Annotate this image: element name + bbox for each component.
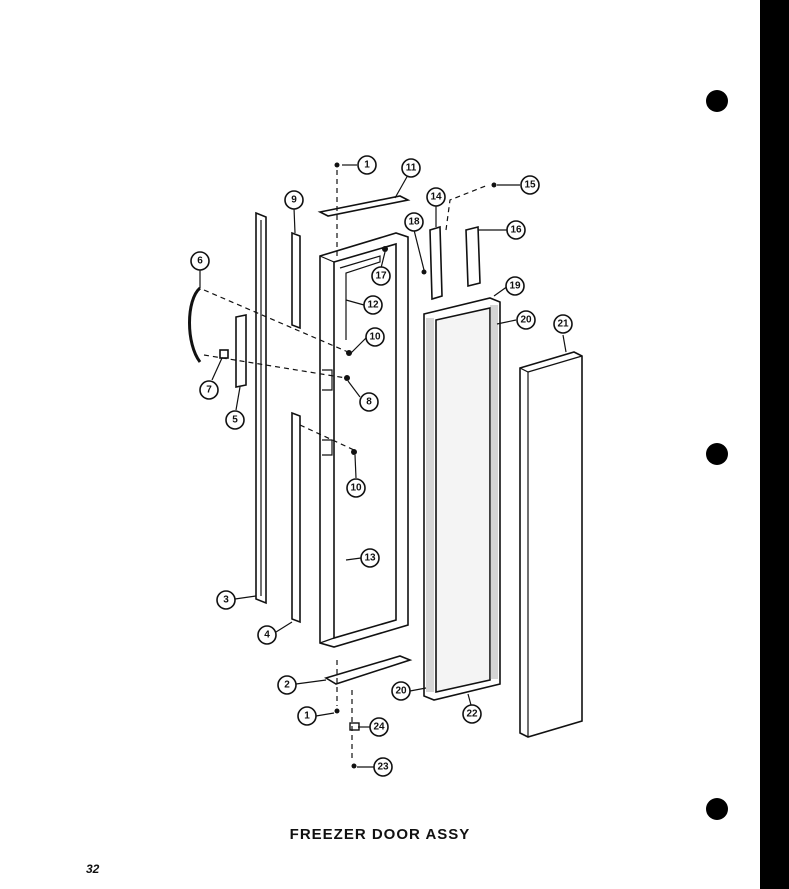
svg-text:5: 5: [232, 415, 238, 426]
screw-23: [351, 763, 357, 769]
svg-text:11: 11: [406, 163, 417, 174]
screw-1-top: [334, 162, 340, 168]
callout-16: 16: [506, 220, 526, 240]
svg-text:10: 10: [350, 483, 362, 494]
callout-20-top: 20: [516, 310, 536, 330]
part-7: [219, 349, 229, 359]
screw-15: [491, 182, 497, 188]
svg-text:2: 2: [284, 680, 290, 691]
part-19-gasket: [423, 297, 501, 701]
svg-text:19: 19: [509, 281, 521, 292]
callout-21: 21: [553, 314, 573, 334]
screw-8: [344, 375, 350, 381]
svg-text:7: 7: [206, 385, 212, 396]
screw-1-bottom: [334, 708, 340, 714]
svg-text:4: 4: [264, 630, 270, 641]
callout-8: 8: [359, 392, 379, 412]
svg-text:15: 15: [524, 180, 536, 191]
svg-text:20: 20: [520, 315, 532, 326]
part-6-handle: [188, 286, 202, 363]
part-13-door-frame: [319, 232, 409, 648]
callout-3: 3: [216, 590, 236, 610]
svg-text:13: 13: [364, 553, 376, 564]
svg-text:16: 16: [510, 225, 522, 236]
part-14: [429, 225, 443, 301]
part-21-panel: [519, 351, 583, 738]
callout-9: 9: [284, 190, 304, 210]
svg-text:9: 9: [291, 195, 297, 206]
part-16: [465, 225, 481, 288]
callout-12: 12: [363, 295, 383, 315]
callout-23: 23: [373, 757, 393, 777]
screw-17: [382, 246, 388, 252]
svg-text:12: 12: [367, 300, 379, 311]
punch-hole-top: [706, 90, 728, 112]
svg-text:1: 1: [364, 160, 370, 171]
svg-text:23: 23: [377, 762, 389, 773]
svg-text:22: 22: [466, 709, 478, 720]
callout-11: 11: [401, 158, 421, 178]
callout-7: 7: [199, 380, 219, 400]
part-11: [317, 195, 411, 217]
callout-13: 13: [360, 548, 380, 568]
part-9: [291, 231, 301, 330]
callout-10-b: 10: [346, 478, 366, 498]
callout-1-bottom: 1: [297, 706, 317, 726]
part-4: [291, 411, 301, 624]
screw-10-b: [351, 449, 357, 455]
svg-text:10: 10: [369, 332, 381, 343]
callout-22: 22: [462, 704, 482, 724]
screw-18: [421, 269, 427, 275]
part-3-strip: [255, 211, 267, 605]
svg-text:20: 20: [395, 686, 407, 697]
callout-15: 15: [520, 175, 540, 195]
binding-edge: [760, 0, 789, 889]
svg-text:24: 24: [373, 722, 385, 733]
part-2: [324, 655, 413, 685]
callout-14: 14: [426, 187, 446, 207]
callout-6: 6: [190, 251, 210, 271]
svg-text:6: 6: [197, 256, 203, 267]
callout-17: 17: [371, 266, 391, 286]
punch-hole-bottom: [706, 798, 728, 820]
svg-text:8: 8: [366, 397, 372, 408]
callout-4: 4: [257, 625, 277, 645]
punch-hole-middle: [706, 443, 728, 465]
part-5: [235, 314, 247, 388]
page-number: 32: [86, 862, 100, 876]
svg-text:1: 1: [304, 711, 310, 722]
callout-2: 2: [277, 675, 297, 695]
svg-text:14: 14: [430, 192, 442, 203]
callout-19: 19: [505, 276, 525, 296]
callout-18-top: 18: [404, 212, 424, 232]
callout-1-top: 1: [357, 155, 377, 175]
svg-text:18: 18: [408, 217, 420, 228]
callout-5: 5: [225, 410, 245, 430]
svg-text:21: 21: [557, 319, 569, 330]
callout-20-bottom: 20: [391, 681, 411, 701]
diagram-title: FREEZER DOOR ASSY: [289, 826, 471, 843]
callout-10-a: 10: [365, 327, 385, 347]
callout-24: 24: [369, 717, 389, 737]
svg-text:3: 3: [223, 595, 229, 606]
svg-text:17: 17: [375, 271, 387, 282]
part-24: [349, 722, 360, 731]
